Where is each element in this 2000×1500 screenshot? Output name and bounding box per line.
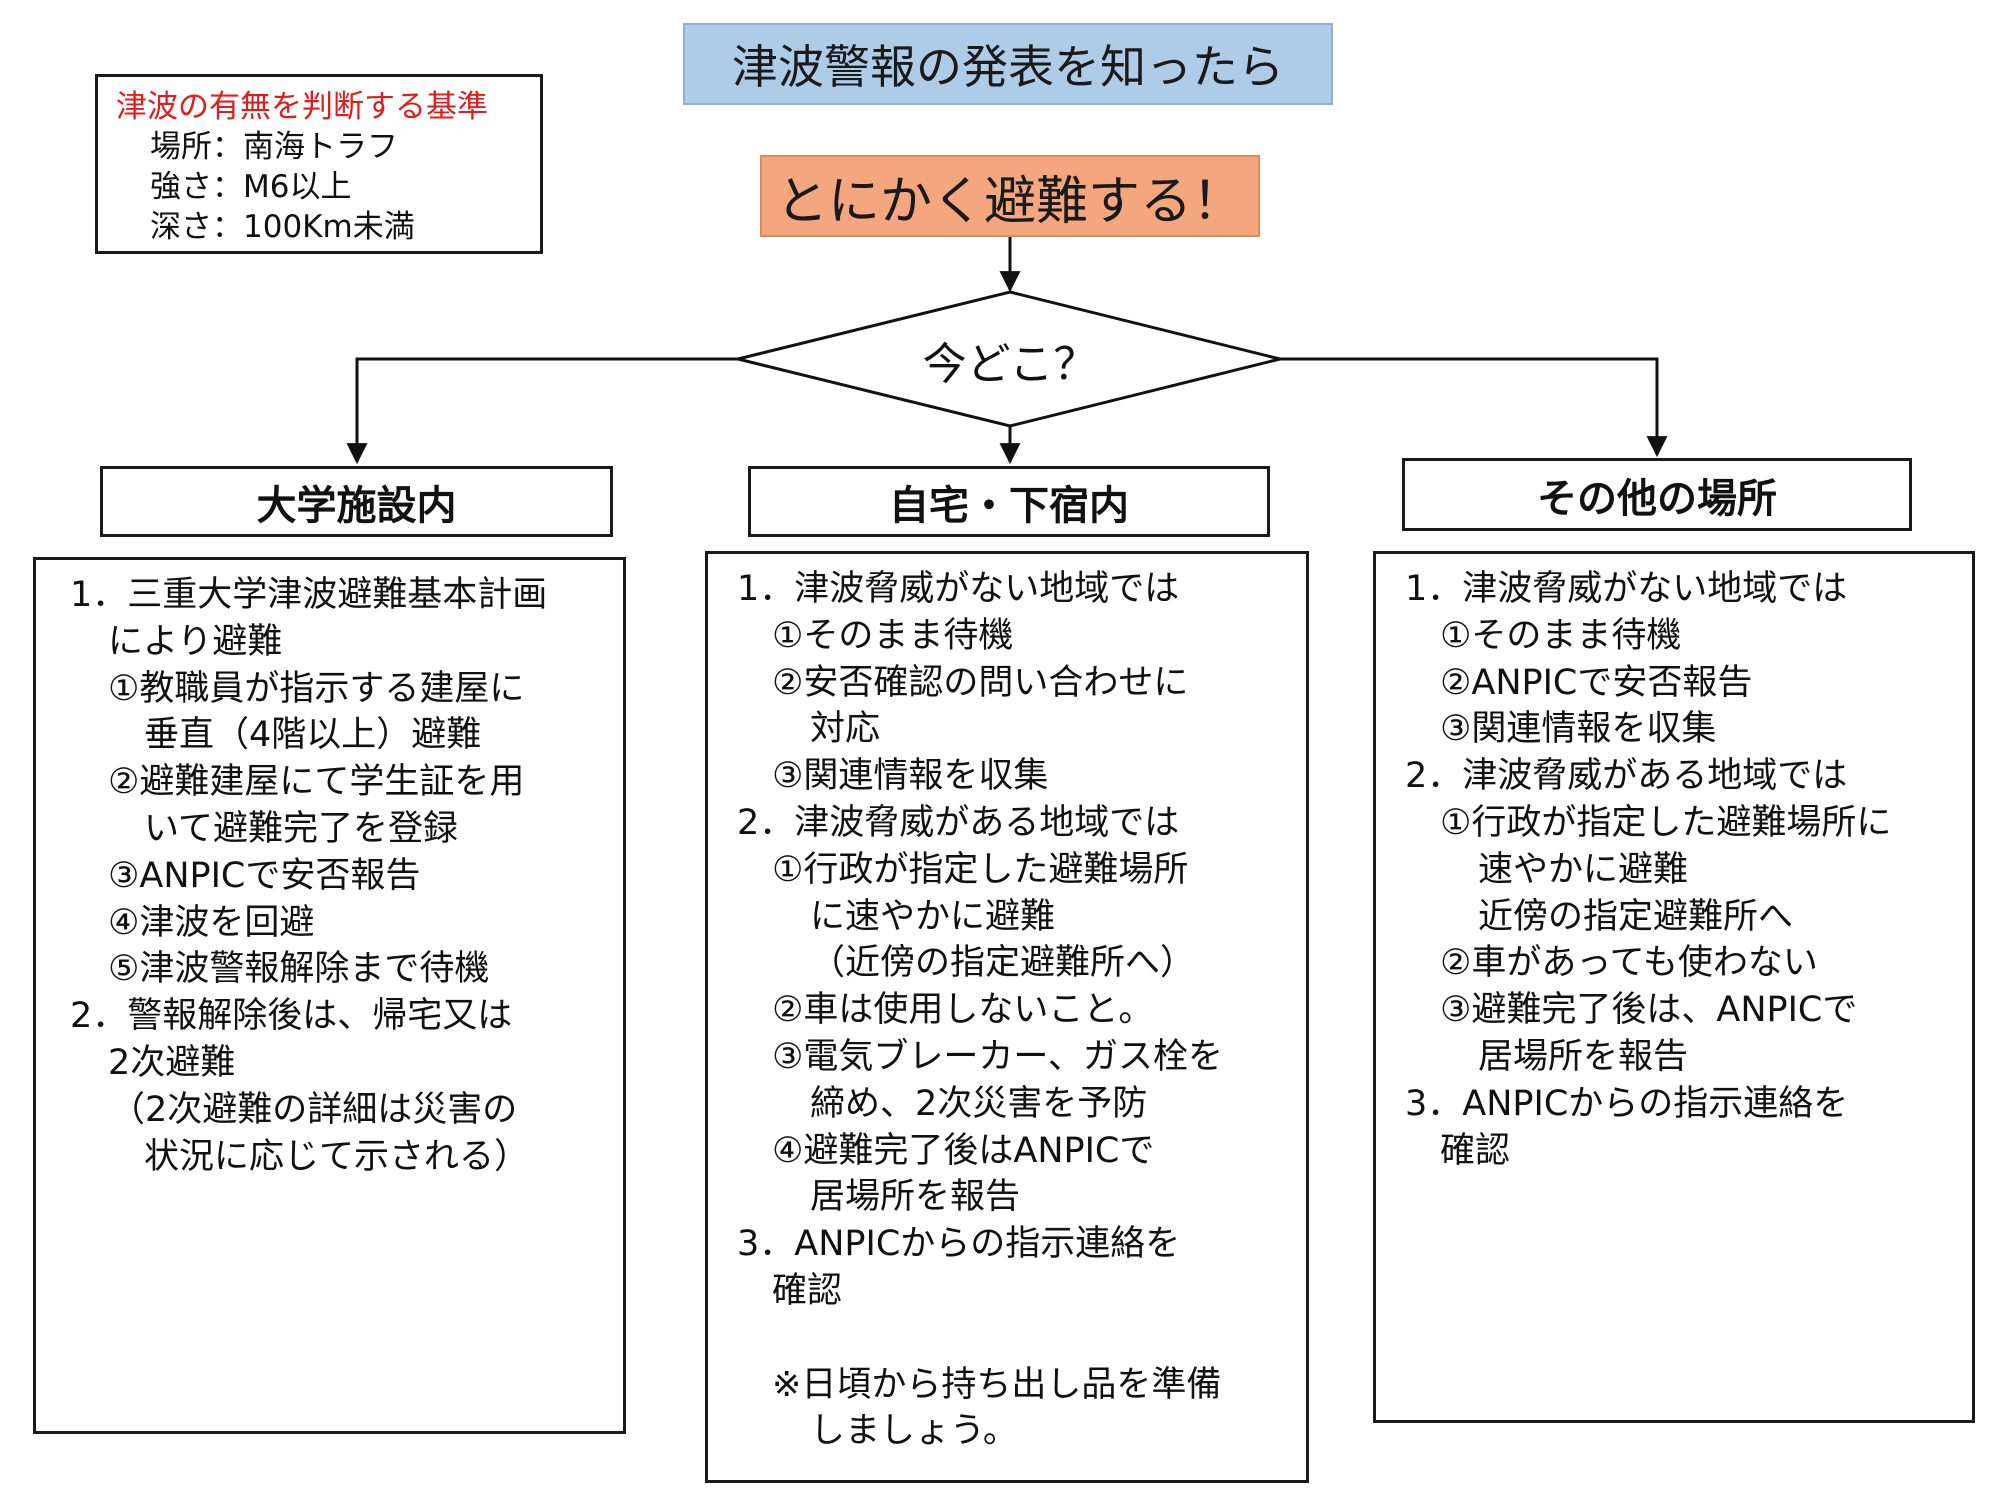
criteria-heading: 津波の有無を判断する基準	[116, 89, 488, 125]
panel-line: （2次避難の詳細は災害の	[110, 1089, 518, 1130]
panel-line: ①教職員が指示する建屋に	[108, 668, 525, 709]
panel-home: 1．津波脅威がない地域では ①そのまま待機 ②安否確認の問い合わせに 対応 ③関…	[705, 551, 1309, 1483]
arrow-to-other	[1280, 357, 1668, 458]
panel-line: ①行政が指定した避難場所	[772, 849, 1189, 890]
arrow-to-university	[346, 357, 738, 465]
panel-line: ②車があっても使わない	[1440, 943, 1818, 984]
panel-other: 1．津波脅威がない地域では ①そのまま待機 ②ANPICで安否報告 ③関連情報を…	[1373, 551, 1975, 1423]
panel-line: ③関連情報を収集	[1440, 709, 1717, 750]
panel-line: ①そのまま待機	[772, 615, 1014, 656]
panel-line: 確認	[772, 1270, 843, 1311]
panel-line: 締め、2次災害を予防	[810, 1083, 1148, 1124]
panel-line: 対応	[810, 709, 881, 750]
panel-line: ②ANPICで安否報告	[1440, 662, 1753, 703]
panel-line: 1．津波脅威がない地域では	[737, 569, 1180, 609]
panel-line: により避難	[108, 621, 283, 662]
panel-line: ⑤津波警報解除まで待機	[108, 949, 490, 990]
panel-line: 2．警報解除後は、帰宅又は	[70, 996, 513, 1037]
decision-label: 今どこ？	[922, 339, 1098, 390]
criteria-depth: 深さ：100Km未満	[150, 209, 415, 245]
panel-line: 2次避難	[108, 1042, 236, 1083]
panel-line: ④避難完了後はANPICで	[772, 1130, 1155, 1171]
panel-line: 2．津波脅威がある地域では	[737, 802, 1180, 843]
category-home: 自宅・下宿内	[748, 466, 1270, 537]
panel-line: 速やかに避難	[1478, 849, 1689, 890]
panel-line: ※日頃から持ち出し品を準備	[772, 1364, 1222, 1405]
panel-line	[732, 1315, 1306, 1362]
panel-line: ②安否確認の問い合わせに	[772, 662, 1189, 703]
panel-line: ④津波を回避	[108, 902, 315, 943]
panel-line: ③ANPICで安否報告	[108, 855, 421, 896]
criteria-magnitude: 強さ：M6以上	[150, 169, 352, 205]
panel-line: しましょう。	[810, 1411, 1018, 1452]
panel-line: 居場所を報告	[810, 1177, 1021, 1218]
page-title: 津波警報の発表を知ったら	[683, 23, 1333, 105]
panel-line: ②避難建屋にて学生証を用	[108, 762, 525, 803]
panel-line: 確認	[1440, 1130, 1511, 1171]
panel-line: 居場所を報告	[1478, 1036, 1689, 1077]
panel-line: 3．ANPICからの指示連絡を	[737, 1224, 1181, 1265]
panel-line: 状況に応じて示される）	[144, 1136, 530, 1177]
panel-line: ③電気ブレーカー、ガス栓を	[772, 1036, 1224, 1077]
evacuate-banner: とにかく避難する！	[760, 155, 1260, 237]
panel-line: ①行政が指定した避難場所に	[1440, 802, 1892, 843]
panel-line: に速やかに避難	[810, 896, 1056, 937]
panel-university: 1．三重大学津波避難基本計画 により避難 ①教職員が指示する建屋に 垂直（4階以…	[33, 557, 626, 1434]
panel-line: ③関連情報を収集	[772, 756, 1049, 797]
category-other: その他の場所	[1402, 458, 1912, 531]
panel-line: 1．三重大学津波避難基本計画	[70, 575, 548, 615]
panel-line: いて避難完了を登録	[144, 808, 458, 849]
panel-line: （近傍の指定避難所へ）	[810, 943, 1196, 984]
panel-line: ①そのまま待機	[1440, 615, 1682, 656]
category-university: 大学施設内	[100, 466, 613, 537]
criteria-location: 場所：南海トラフ	[150, 129, 398, 165]
panel-line: 3．ANPICからの指示連絡を	[1405, 1083, 1849, 1124]
panel-line: ③避難完了後は、ANPICで	[1440, 990, 1858, 1031]
criteria-box: 津波の有無を判断する基準 場所：南海トラフ 強さ：M6以上 深さ：100Km未満	[95, 74, 543, 254]
panel-line: 1．津波脅威がない地域では	[1405, 569, 1848, 609]
panel-line: ②車は使用しないこと。	[772, 990, 1154, 1031]
panel-line: 2．津波脅威がある地域では	[1405, 756, 1848, 797]
panel-line: 垂直（4階以上）避難	[144, 715, 482, 756]
panel-line: 近傍の指定避難所へ	[1478, 896, 1794, 937]
